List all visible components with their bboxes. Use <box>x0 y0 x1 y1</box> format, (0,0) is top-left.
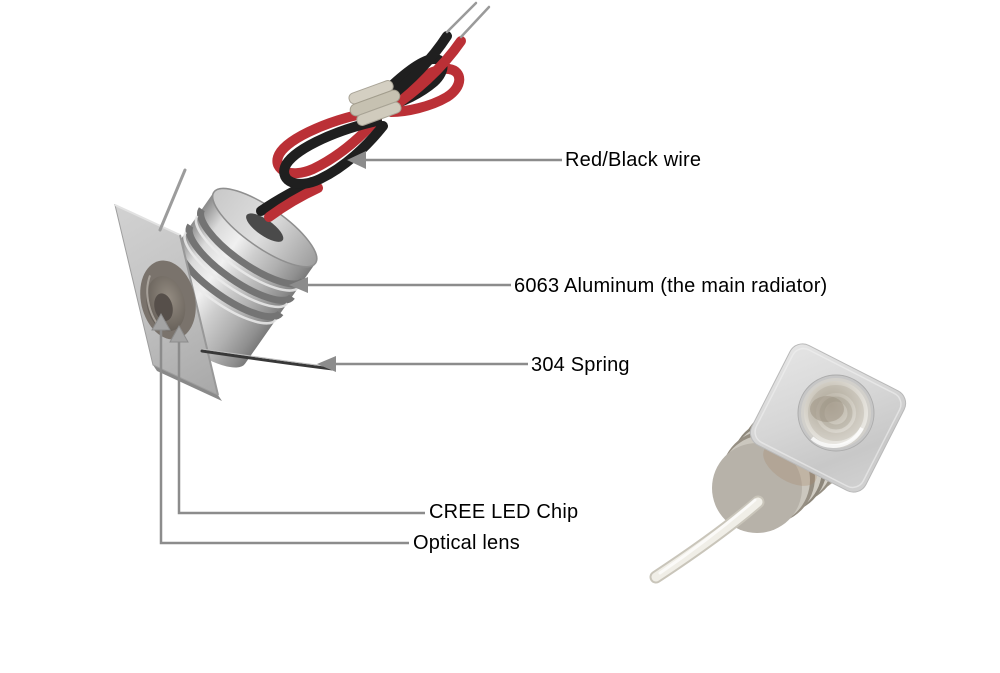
label-cree-led-chip: CREE LED Chip <box>429 501 579 523</box>
black-wire-loop <box>279 116 388 189</box>
arrow-left-icon <box>289 277 308 293</box>
led-chip-front <box>810 396 844 422</box>
label-red-black-wire: Red/Black wire <box>565 149 702 171</box>
spring-pin-upper <box>158 168 187 232</box>
leader-line-cree-chip <box>177 341 425 515</box>
spring-pin-lower <box>200 349 335 371</box>
leader-line-optical-lens <box>159 329 409 545</box>
label-aluminum-radiator: 6063 Aluminum (the main radiator) <box>514 275 828 297</box>
lead-cable <box>649 495 765 584</box>
bare-wire-tip <box>459 5 491 39</box>
arrow-up-icon <box>169 324 189 343</box>
label-spring: 304 Spring <box>531 354 630 376</box>
label-optical-lens: Optical lens <box>413 532 520 554</box>
arrow-up-icon <box>151 312 171 331</box>
bare-wire-tip <box>445 1 478 34</box>
annotation-leaders <box>151 151 562 545</box>
led-chip <box>154 293 173 321</box>
wire-exit-hole <box>246 213 284 242</box>
main-product-photo <box>114 1 491 401</box>
wire-tie-band <box>348 80 402 126</box>
front-view-photo <box>649 343 907 584</box>
arrow-left-icon <box>317 356 336 372</box>
arrow-left-icon <box>347 151 366 169</box>
front-lens <box>797 374 875 452</box>
